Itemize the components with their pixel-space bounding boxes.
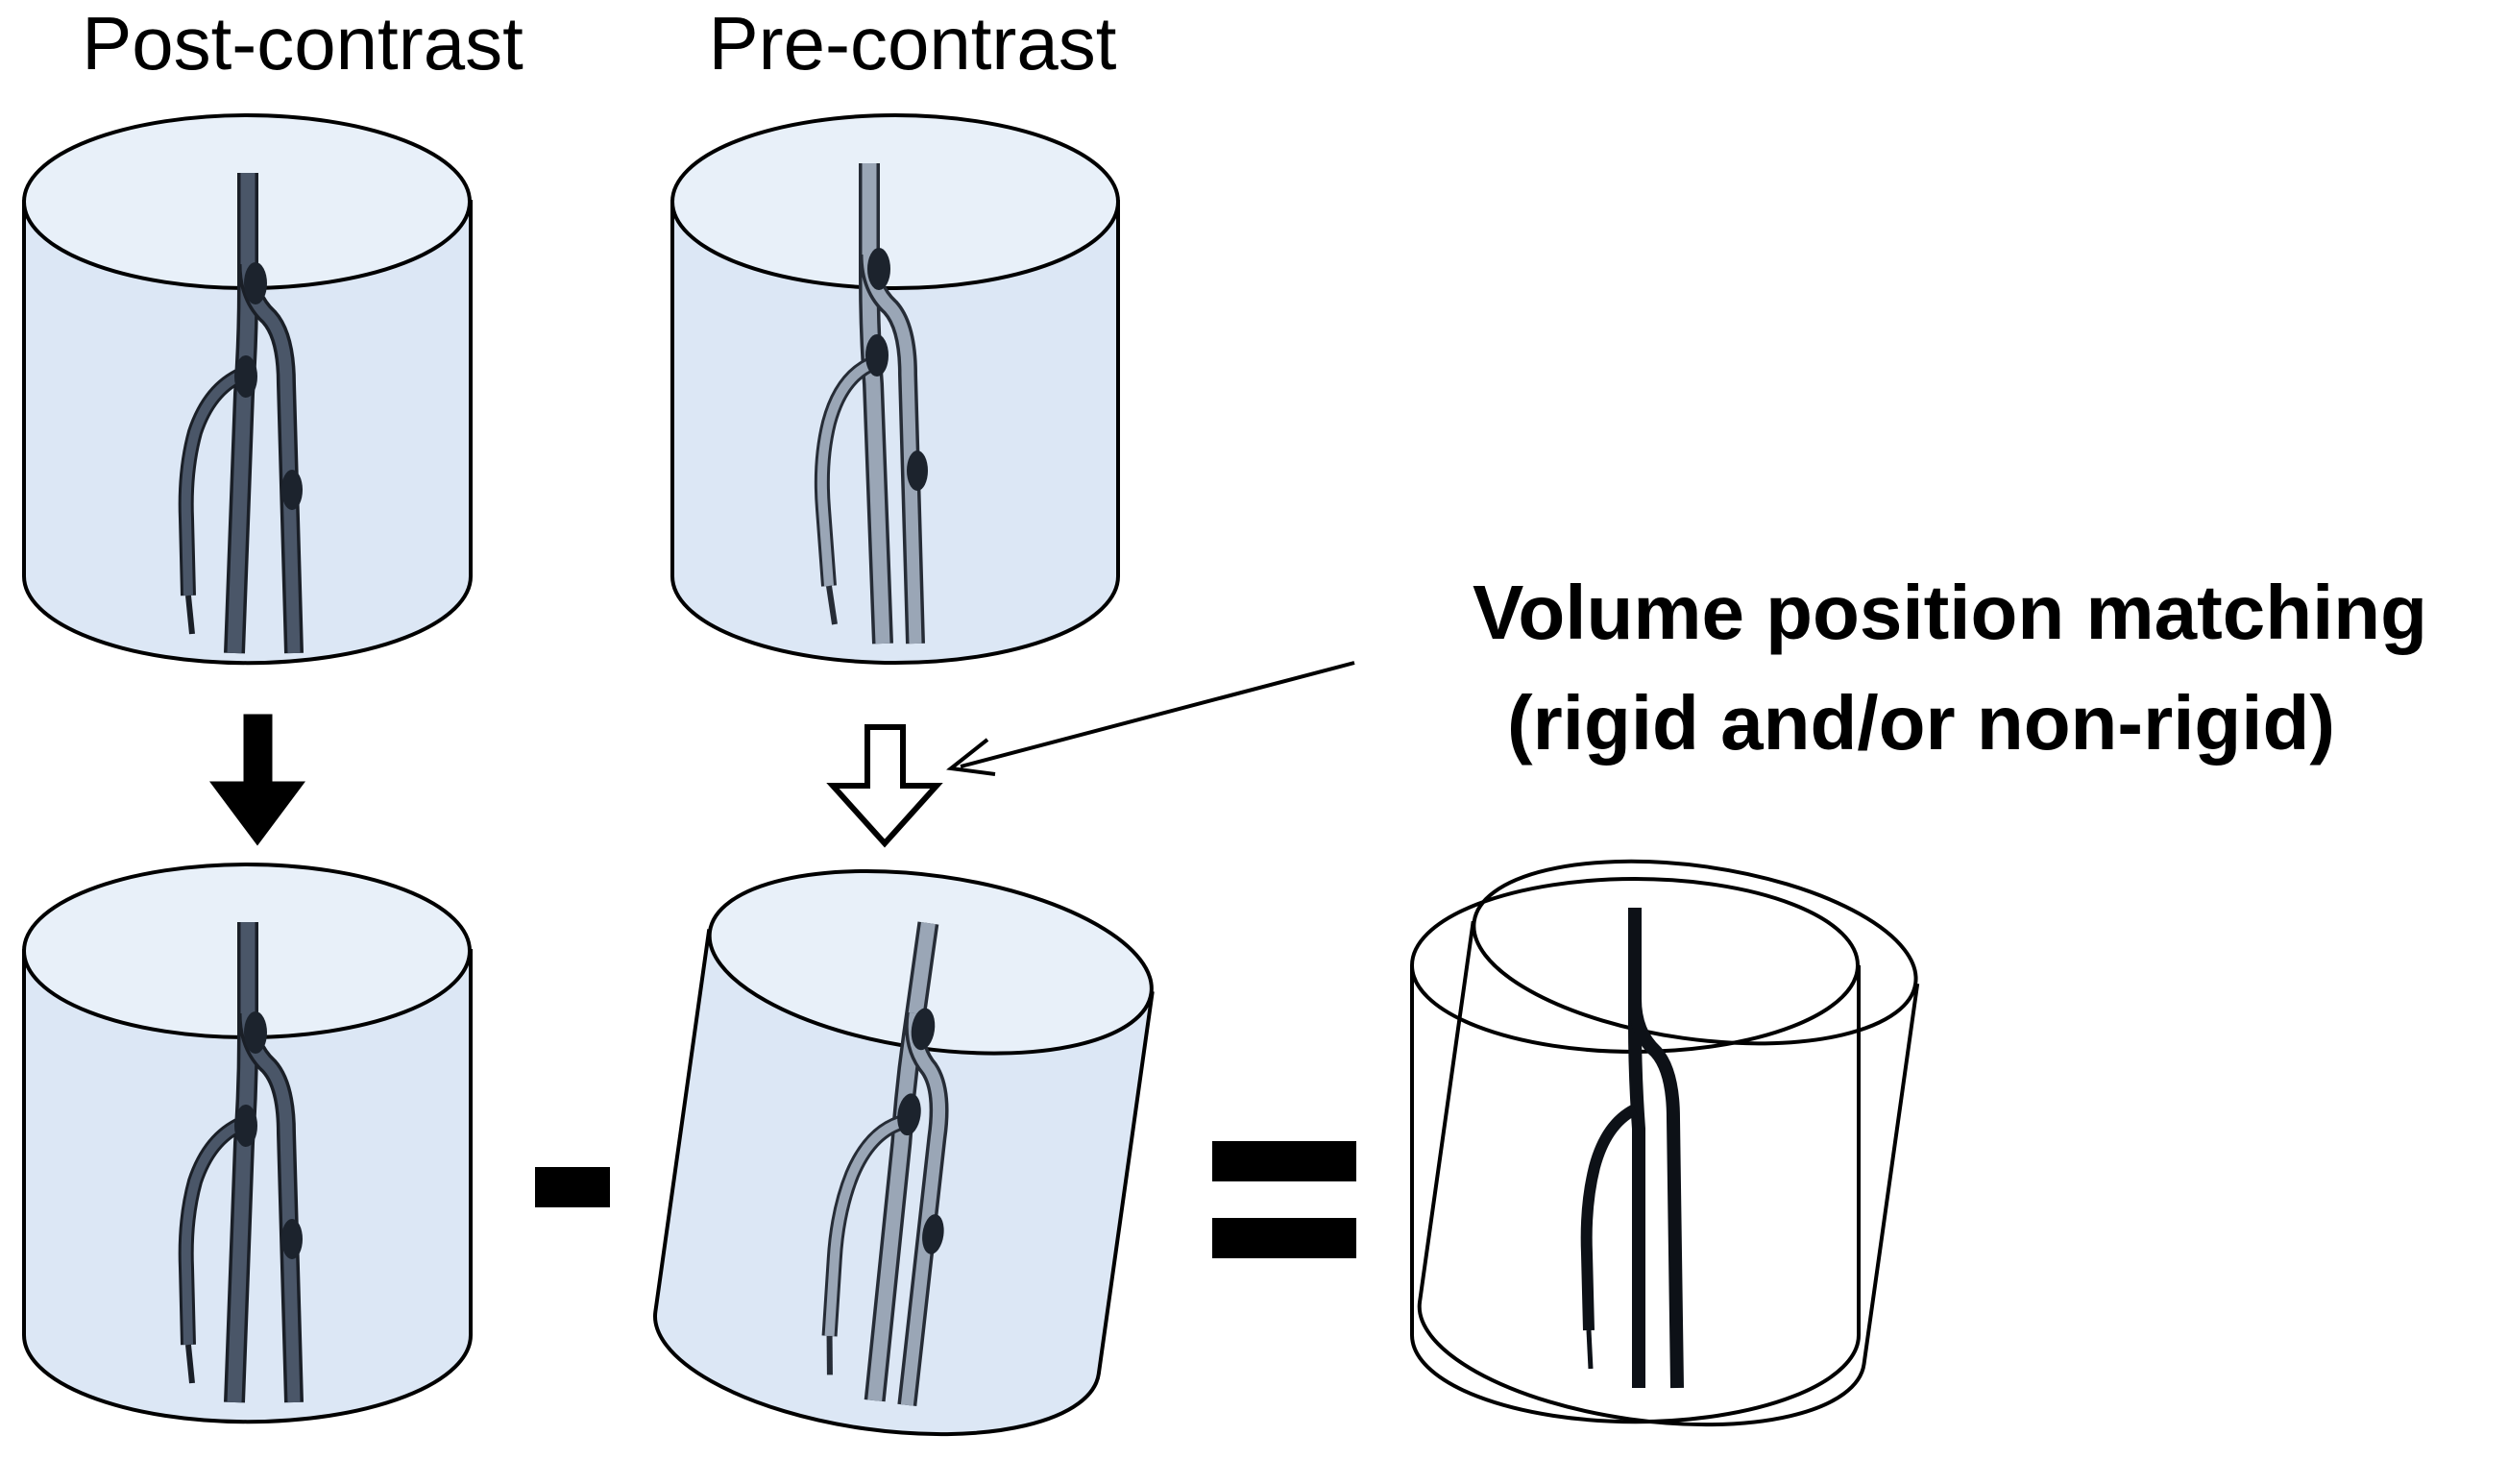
result-outline-cylinder-tilted <box>1417 859 1920 1427</box>
hollow-down-arrow-icon <box>826 724 943 848</box>
solid-down-arrow-icon <box>209 714 305 846</box>
pre-contrast-label: Pre-contrast <box>709 1 1117 85</box>
equals-operator <box>1212 1141 1356 1258</box>
post-contrast-cylinder-top <box>22 113 473 666</box>
result-vessel-icon <box>1587 908 1677 1388</box>
matching-subtitle: (rigid and/or non-rigid) <box>1507 680 2335 766</box>
pre-contrast-cylinder-registered <box>653 869 1155 1437</box>
post-contrast-cylinder-bottom <box>22 863 473 1424</box>
post-contrast-label: Post-contrast <box>82 1 524 85</box>
minus-operator <box>535 1167 610 1207</box>
matching-title: Volume position matching <box>1473 570 2427 655</box>
pointer-arrow <box>946 661 1355 776</box>
subtraction-result <box>1410 859 1920 1427</box>
pre-contrast-cylinder-top <box>670 113 1120 665</box>
